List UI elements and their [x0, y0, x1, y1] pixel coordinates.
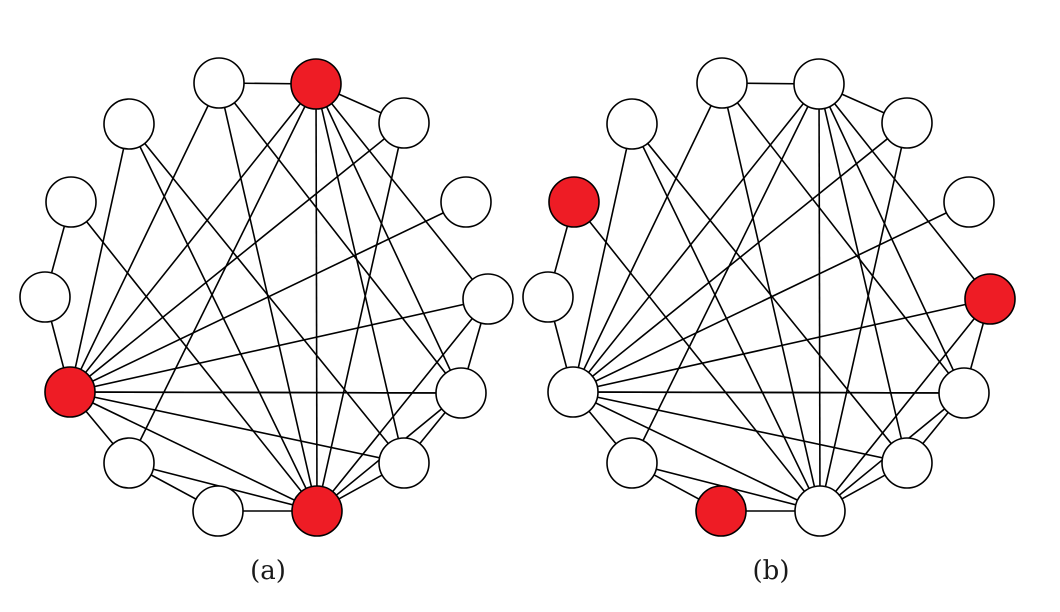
- graph-edge: [818, 83, 991, 300]
- graph-edge: [70, 201, 318, 512]
- graph-node: [606, 98, 658, 150]
- graph-edge: [315, 83, 489, 300]
- panel-a-caption: (a): [250, 556, 286, 586]
- graph-edge: [572, 82, 723, 393]
- graph-edge: [128, 83, 317, 464]
- graph-edge: [573, 201, 821, 512]
- panel-a-graph: [19, 57, 514, 537]
- graph-edge: [128, 123, 318, 512]
- graph-node: [103, 437, 155, 489]
- highlighted-node: [695, 485, 747, 537]
- graph-edge: [572, 391, 821, 512]
- graph-edge: [819, 122, 908, 512]
- graph-node: [378, 437, 430, 489]
- graph-node: [193, 57, 245, 109]
- graph-node: [606, 437, 658, 489]
- graph-edge: [69, 82, 220, 393]
- graph-edge: [818, 83, 908, 464]
- graph-edge: [721, 82, 965, 394]
- graph-node: [19, 271, 71, 323]
- graph-node: [192, 485, 244, 537]
- graph-node: [45, 176, 97, 228]
- graph-node: [435, 367, 487, 419]
- graph-edge: [316, 122, 405, 512]
- graph-edge: [315, 83, 318, 512]
- graph-edge: [631, 83, 820, 464]
- graph-node: [103, 98, 155, 150]
- graph-edge: [572, 83, 820, 393]
- graph-edge: [572, 391, 965, 394]
- panel-b-graph: [522, 57, 1016, 537]
- graph-node: [881, 437, 933, 489]
- graph-node: [378, 97, 430, 149]
- graph-node: [522, 271, 574, 323]
- graph-edge: [631, 123, 821, 512]
- graph-edge: [818, 83, 821, 512]
- highlighted-node: [290, 58, 342, 110]
- graph-edge: [572, 391, 908, 464]
- graph-node: [943, 176, 995, 228]
- graph-node: [794, 485, 846, 537]
- highlighted-node: [964, 273, 1016, 325]
- highlighted-node: [291, 485, 343, 537]
- graph-edge: [631, 123, 908, 464]
- graph-edge: [69, 298, 489, 393]
- graph-edge: [572, 298, 991, 393]
- graph-node: [696, 57, 748, 109]
- graph-edge: [819, 298, 991, 512]
- graph-node: [938, 367, 990, 419]
- graph-node: [462, 273, 514, 325]
- graph-edge: [69, 391, 318, 512]
- highlighted-node: [548, 176, 600, 228]
- graph-node: [440, 176, 492, 228]
- graph-edge: [572, 123, 633, 393]
- graph-edge: [315, 83, 405, 464]
- graph-edge: [69, 83, 317, 393]
- highlighted-node: [44, 366, 96, 418]
- graph-edge: [69, 391, 405, 464]
- graph-edge: [128, 123, 405, 464]
- graph-node: [881, 97, 933, 149]
- graph-node: [547, 366, 599, 418]
- graph-edge: [69, 201, 467, 393]
- graph-edge: [69, 391, 462, 394]
- graph-edge: [316, 298, 489, 512]
- panel-b-caption: (b): [752, 556, 790, 586]
- graph-node: [793, 58, 845, 110]
- graph-edge: [218, 82, 462, 394]
- graph-edge: [572, 201, 970, 393]
- graph-edge: [69, 123, 130, 393]
